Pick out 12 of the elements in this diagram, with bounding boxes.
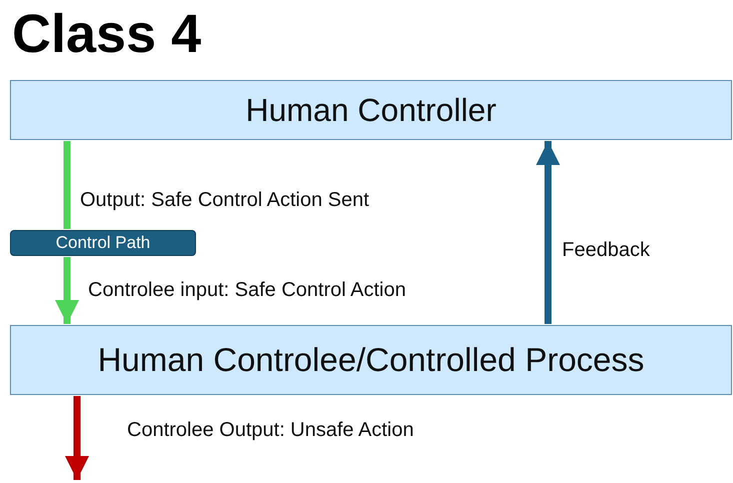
connector-line	[64, 141, 70, 229]
arrow	[55, 257, 79, 324]
process-box: Human Controlee/Controlled Process	[10, 325, 732, 395]
arrow	[536, 141, 560, 324]
edge-label: Controlee Output: Unsafe Action	[127, 418, 414, 442]
path-tag: Control Path	[10, 230, 196, 256]
controller-box: Human Controller	[10, 80, 732, 140]
edge-label: Feedback	[562, 238, 650, 262]
edge-label: Output: Safe Control Action Sent	[80, 188, 370, 212]
edge-label: Controlee input: Safe Control Action	[88, 278, 406, 302]
arrow	[65, 396, 89, 480]
title: Class 4	[12, 3, 202, 66]
